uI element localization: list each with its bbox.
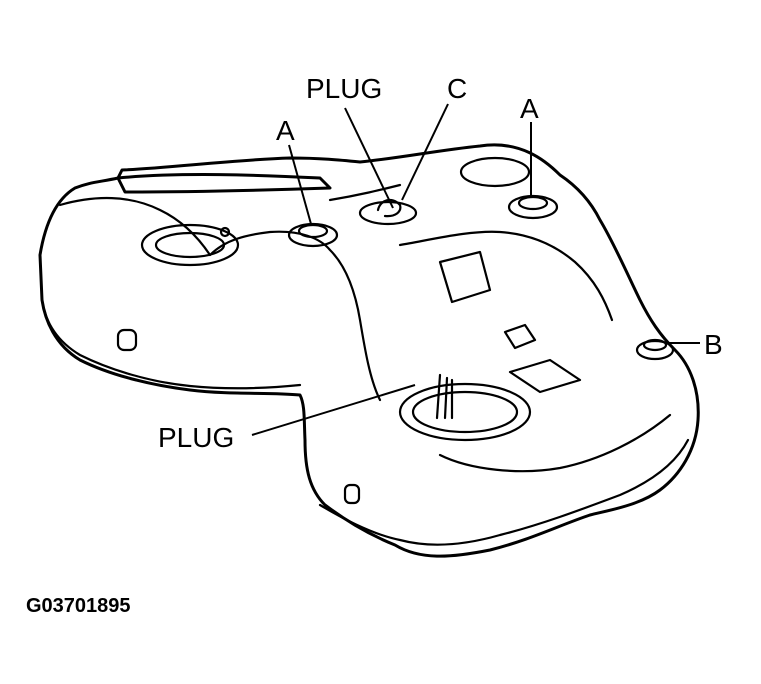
label-b: B (704, 329, 723, 360)
left-well-inner (154, 231, 226, 259)
pump-well (398, 373, 532, 442)
label-a-right: A (520, 93, 539, 124)
cap-a-right (507, 194, 559, 220)
cap-b (635, 338, 675, 361)
tank-front-contour (318, 438, 690, 546)
left-side-bump (116, 328, 138, 352)
leader-c (401, 103, 449, 201)
tank-center-saddle (208, 230, 382, 402)
square-pad-top (438, 250, 492, 304)
square-pad-lower (508, 358, 582, 394)
label-plug-bottom: PLUG (158, 422, 234, 453)
fuel-tank-body (38, 143, 700, 558)
label-plug-top: PLUG (306, 73, 382, 104)
top-dome (459, 156, 531, 188)
tank-lower-rim (40, 298, 302, 390)
tank-rear-edge (328, 183, 402, 202)
plug-c-top (358, 198, 418, 226)
tank-side-ridge (58, 196, 212, 257)
label-c: C (447, 73, 467, 104)
tank-outer-outline (38, 143, 700, 558)
figure-id: G03701895 (26, 595, 131, 617)
label-a-left: A (276, 115, 295, 146)
tank-front-groove (438, 413, 672, 473)
left-well-bolt (219, 226, 231, 238)
front-side-bump (343, 483, 361, 505)
top-strap (116, 173, 332, 194)
leader-a-left (288, 144, 312, 225)
left-well (140, 223, 240, 267)
small-boss (503, 323, 537, 350)
tank-right-ridge (398, 230, 614, 322)
cap-a-left (287, 222, 339, 248)
leader-plug-bottom (251, 384, 416, 436)
leader-plug-top (344, 107, 394, 209)
left-well-outer (140, 223, 240, 267)
